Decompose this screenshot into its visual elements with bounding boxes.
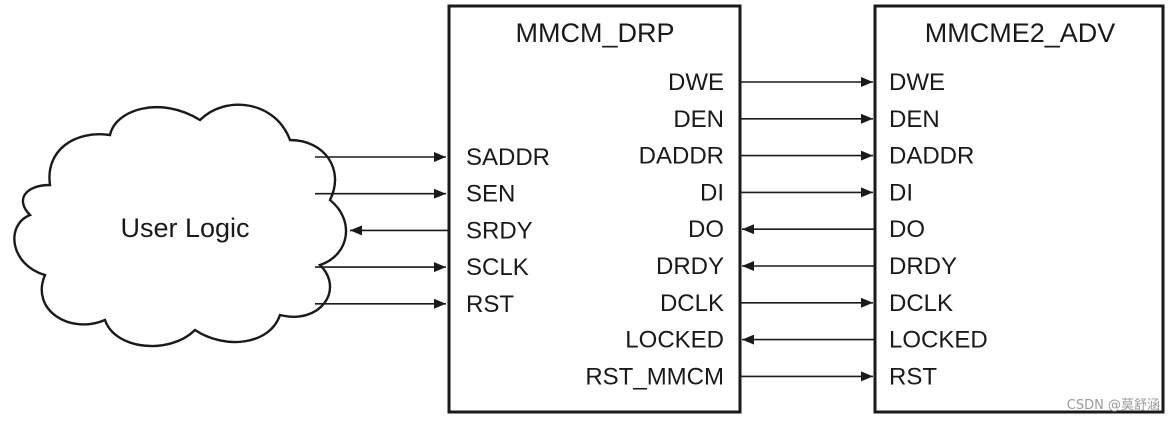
mmcm-port-dwe: DWE xyxy=(889,69,945,96)
drp-port-drdy: DRDY xyxy=(656,253,724,280)
mmcm-port-daddr: DADDR xyxy=(889,143,974,170)
drp-port-saddr: SADDR xyxy=(466,144,550,171)
drp-port-dwe: DWE xyxy=(668,69,724,96)
drp-left-ports: SADDR SEN SRDY SCLK RST xyxy=(466,144,550,318)
mmcm-drp-box xyxy=(447,4,742,414)
drp-port-do: DO xyxy=(688,216,724,243)
mmcm-drp-block: MMCM_DRP SADDR SEN SRDY SCLK RST DWE DEN DADDR… xyxy=(447,4,742,414)
mmcm-drp-title: MMCM_DRP xyxy=(516,18,675,48)
mmcm-port-den: DEN xyxy=(889,106,940,133)
mmcme2-adv-title: MMCME2_ADV xyxy=(925,18,1116,48)
mmcm-port-do: DO xyxy=(889,216,925,243)
mmcme2-adv-box xyxy=(873,4,1165,414)
mmcm-port-dclk: DCLK xyxy=(889,290,953,317)
mmcm-port-drdy: DRDY xyxy=(889,253,957,280)
mmcme2-adv-left-ports: DWE DEN DADDR DI DO DRDY DCLK LOCKED RST xyxy=(889,69,988,390)
drp-port-sclk: SCLK xyxy=(466,254,529,281)
drp-to-mmcm-connections xyxy=(740,77,875,382)
drp-port-srdy: SRDY xyxy=(466,217,533,244)
drp-port-daddr: DADDR xyxy=(639,143,724,170)
drp-port-di: DI xyxy=(700,179,724,206)
drp-port-sen: SEN xyxy=(466,181,515,208)
mmcme2-adv-block: MMCME2_ADV DWE DEN DADDR DI DO DRDY DCLK LOCKED… xyxy=(873,4,1165,414)
watermark: CSDN @莫舒涵 xyxy=(1067,398,1160,413)
drp-port-dclk: DCLK xyxy=(660,290,724,317)
drp-port-rst: RST xyxy=(466,291,514,318)
mmcm-port-locked: LOCKED xyxy=(889,327,988,354)
mmcm-port-rst: RST xyxy=(889,363,937,390)
drp-port-den: DEN xyxy=(673,106,724,133)
user-logic-cloud: User Logic xyxy=(13,103,348,348)
user-logic-connections xyxy=(315,152,449,309)
drp-port-rst-mmcm: RST_MMCM xyxy=(585,363,724,390)
user-logic-label: User Logic xyxy=(120,213,249,243)
drp-port-locked: LOCKED xyxy=(625,327,724,354)
drp-right-ports: DWE DEN DADDR DI DO DRDY DCLK LOCKED RST_MMCM xyxy=(585,69,724,390)
mmcm-port-di: DI xyxy=(889,179,913,206)
